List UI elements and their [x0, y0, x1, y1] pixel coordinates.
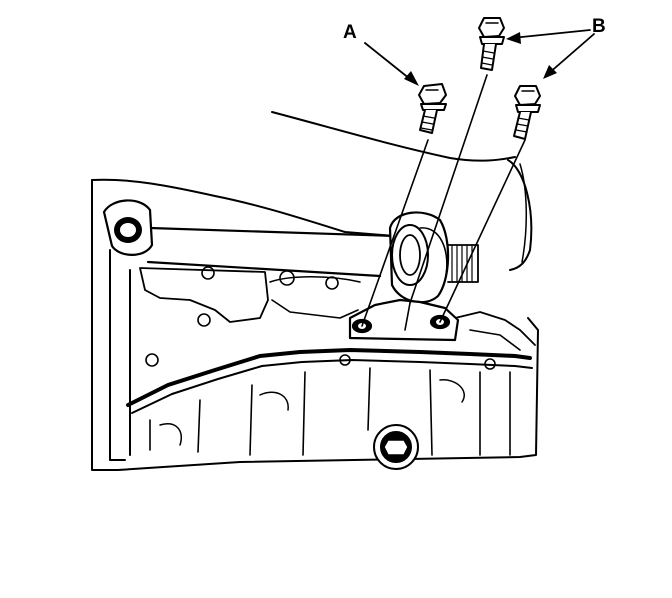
callout-arrows — [364, 29, 595, 86]
bolt-b-upper — [478, 17, 505, 71]
bolt-b-lower — [513, 85, 541, 140]
drain-plug — [373, 424, 419, 470]
transmission-housing — [91, 159, 539, 471]
shaft-end-left — [102, 199, 154, 256]
callout-label-a: A — [343, 22, 357, 43]
halfshaft — [146, 111, 516, 278]
callout-label-b: B — [592, 16, 606, 37]
arrow-head-a — [404, 71, 419, 86]
bolt-a — [418, 83, 447, 134]
bolt-guide-lines — [361, 74, 526, 327]
arrow-head-b-lower — [543, 65, 557, 79]
arrow-head-b-upper — [506, 32, 521, 44]
